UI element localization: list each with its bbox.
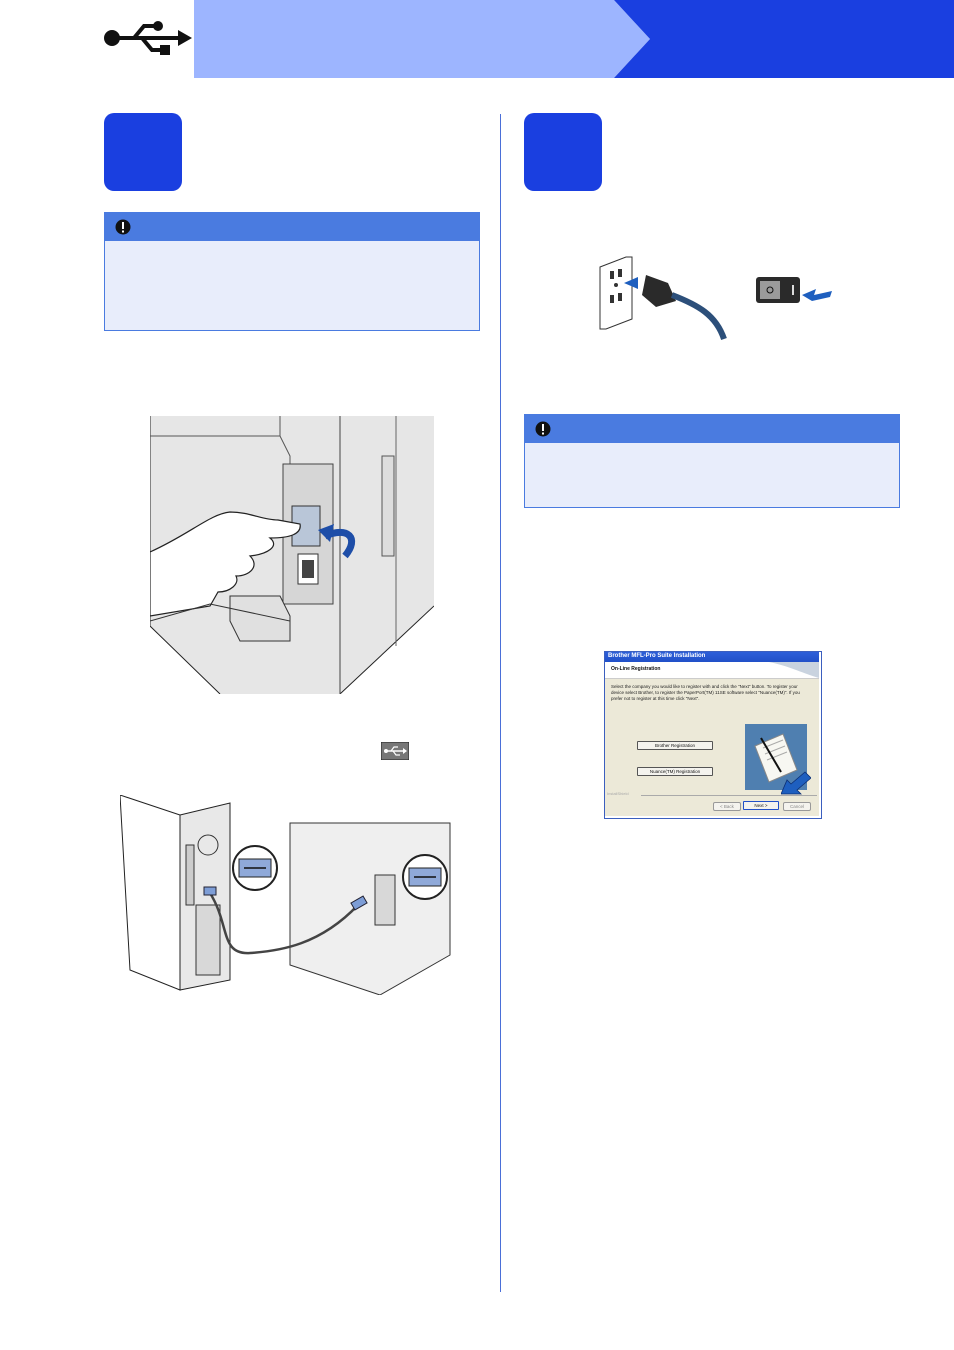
exclamation-icon [115, 219, 131, 235]
back-button[interactable]: < Back [713, 802, 741, 811]
brother-registration-button[interactable]: Brother Registration [637, 741, 713, 750]
important-note-header [525, 415, 899, 443]
registration-illustration [745, 724, 807, 790]
header-banner [194, 0, 954, 78]
registration-dialog: Brother MFL-Pro Suite Installation On-Li… [604, 651, 822, 819]
next-button[interactable]: Next > [743, 801, 779, 810]
dialog-description: Select the company you would like to reg… [611, 684, 800, 701]
usb-symbol-icon [381, 742, 409, 760]
important-note [104, 212, 480, 331]
nuance-registration-button[interactable]: Nuance(TM) Registration [637, 767, 713, 776]
dialog-header-label: On-Line Registration [611, 666, 661, 672]
column-divider [500, 114, 501, 1292]
dialog-header: On-Line Registration [605, 662, 819, 679]
step-number-box [104, 113, 182, 191]
important-note [524, 414, 900, 508]
step-number-box [524, 113, 602, 191]
cancel-button[interactable]: Cancel [783, 802, 811, 811]
dialog-body: Select the company you would like to reg… [605, 679, 819, 816]
printer-cover-illustration [150, 416, 434, 694]
dialog-header-graphic [769, 662, 819, 678]
dialog-title-bar: Brother MFL-Pro Suite Installation [605, 652, 819, 662]
usb-logo-icon [100, 18, 192, 58]
dialog-title: Brother MFL-Pro Suite Installation [608, 653, 706, 659]
arrow-icon [781, 771, 811, 795]
dialog-footer-divider [641, 795, 817, 796]
usb-cable-illustration [120, 795, 460, 995]
power-plug-illustration [598, 255, 838, 345]
exclamation-icon [535, 421, 551, 437]
dialog-footer-label: InstallShield [607, 791, 629, 796]
important-note-header [105, 213, 479, 241]
